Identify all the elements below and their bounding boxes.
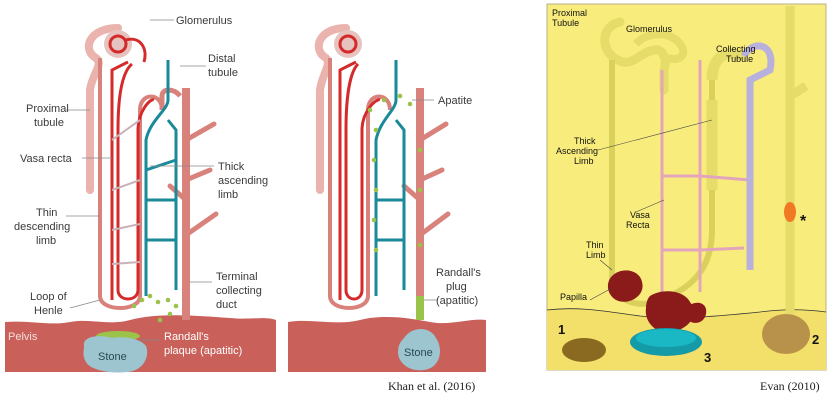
pelvis-tissue-mid <box>288 317 486 372</box>
caption-right: Evan (2010) <box>760 379 820 393</box>
label-apatite: Apatite <box>438 95 472 107</box>
label-terminal-3: duct <box>216 299 237 311</box>
label-thin-3: limb <box>36 235 56 247</box>
evan-orange-spot <box>784 202 796 222</box>
randalls-plug <box>416 296 424 320</box>
label-loop-2: Henle <box>34 305 63 317</box>
label-terminal-1: Terminal <box>216 271 258 283</box>
label-plug-1: Randall's <box>436 267 481 279</box>
label-proximal-1: Proximal <box>26 103 69 115</box>
evan-label-thick-1: Thick <box>574 136 596 146</box>
evan-label-asterisk: * <box>800 213 807 230</box>
label-thin-2: descending <box>14 221 70 233</box>
evan-label-thin-1: Thin <box>586 240 604 250</box>
collecting-branches-mid <box>404 124 448 235</box>
right-panel: Proximal Tubule Glomerulus Collecting Tu… <box>547 4 826 370</box>
label-thick-3: limb <box>218 189 238 201</box>
label-thick-1: Thick <box>218 161 245 173</box>
label-randall-plaque-1: Randall's <box>164 331 209 343</box>
label-pelvis: Pelvis <box>8 331 38 343</box>
evan-label-proximal-1: Proximal <box>552 8 587 18</box>
evan-structure-2 <box>762 314 810 354</box>
label-stone-left: Stone <box>98 351 127 363</box>
left-panel: Glomerulus Distal tubule Proximal tubule… <box>5 15 276 373</box>
evan-label-num-3: 3 <box>704 350 711 365</box>
label-distal-2: tubule <box>208 67 238 79</box>
label-thick-2: ascending <box>218 175 268 187</box>
evan-label-vasa-1: Vasa <box>630 210 650 220</box>
evan-structure-3-inner <box>636 329 696 347</box>
evan-label-thick-3: Limb <box>574 156 594 166</box>
evan-label-proximal-2: Tubule <box>552 18 579 28</box>
evan-label-collecting-2: Tubule <box>726 54 753 64</box>
label-thin-1: Thin <box>36 207 57 219</box>
glomerulus-capsule <box>104 30 132 58</box>
label-glomerulus: Glomerulus <box>176 15 233 27</box>
label-loop-1: Loop of <box>30 291 68 303</box>
caption-left: Khan et al. (2016) <box>388 379 475 393</box>
label-plug-2: plug <box>446 281 467 293</box>
vasa-rungs <box>112 120 140 264</box>
label-terminal-2: collecting <box>216 285 262 297</box>
evan-label-num-1: 1 <box>558 322 565 337</box>
evan-label-glomerulus: Glomerulus <box>626 24 673 34</box>
label-proximal-2: tubule <box>34 117 64 129</box>
label-plug-3: (apatitic) <box>436 295 478 307</box>
label-vasa-recta: Vasa recta <box>20 153 73 165</box>
evan-label-vasa-2: Recta <box>626 220 650 230</box>
middle-panel: Apatite Randall's plug (apatitic) Stone <box>288 28 486 372</box>
evan-label-papilla: Papilla <box>560 292 587 302</box>
label-distal-1: Distal <box>208 53 236 65</box>
label-randall-plaque-2: plaque (apatitic) <box>164 345 242 357</box>
label-stone-mid: Stone <box>404 347 433 359</box>
glomerulus-capsule-mid <box>334 30 362 58</box>
evan-label-num-2: 2 <box>812 332 819 347</box>
evan-label-thick-2: Ascending <box>556 146 598 156</box>
evan-structure-1 <box>562 338 606 362</box>
evan-label-collecting-1: Collecting <box>716 44 756 54</box>
evan-label-thin-2: Limb <box>586 250 606 260</box>
